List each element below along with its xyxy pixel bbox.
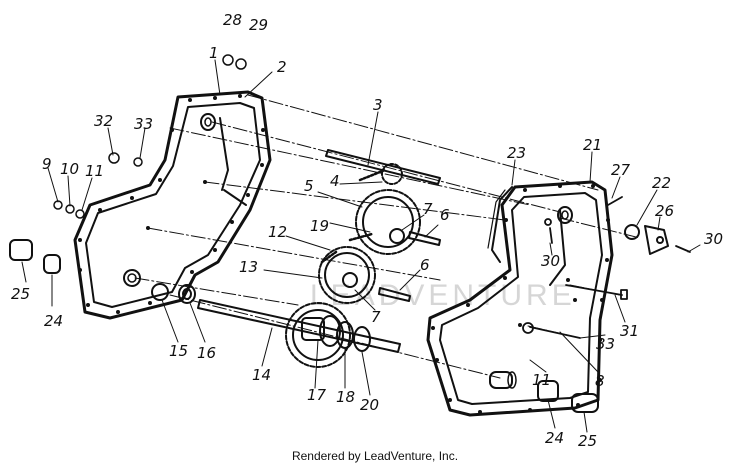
callout-2: 2 [277, 58, 287, 76]
callout-11: 11 [85, 162, 104, 180]
callout-10: 10 [60, 160, 79, 178]
callout-26: 26 [655, 202, 674, 220]
callout-13: 13 [239, 258, 258, 276]
callout-24-right: 24 [545, 429, 564, 447]
callout-18: 18 [336, 388, 355, 406]
callout-12: 12 [268, 223, 287, 241]
footer-credit: Rendered by LeadVenture, Inc. [291, 449, 459, 463]
callout-9: 9 [42, 155, 52, 173]
right-housing [426, 180, 614, 417]
callout-20: 20 [360, 396, 379, 414]
callout-16: 16 [197, 344, 216, 362]
callout-22: 22 [652, 174, 671, 192]
callout-33-right: 33 [596, 335, 615, 353]
callout-31: 31 [620, 322, 639, 340]
callout-23: 23 [507, 144, 526, 162]
callout-4: 4 [330, 172, 340, 190]
callout-33: 33 [134, 115, 153, 133]
callout-25-left: 25 [11, 285, 30, 303]
callout-21: 21 [583, 136, 602, 154]
callout-24-left: 24 [44, 312, 63, 330]
callout-7-upper: 7 [423, 200, 433, 218]
callout-29: 29 [249, 16, 268, 34]
callout-labels: 28 29 1 2 3 32 33 9 10 11 23 21 27 22 26… [11, 11, 723, 450]
shafts [197, 149, 441, 353]
sprockets [285, 163, 421, 368]
bolts [522, 196, 691, 339]
callout-6-lower: 6 [420, 256, 430, 274]
leader-lines [21, 59, 701, 433]
callout-28: 28 [223, 11, 242, 29]
callout-11-right: 11 [532, 371, 551, 389]
nuts-washers [53, 54, 247, 219]
callout-25-right: 25 [578, 432, 597, 450]
callout-1: 1 [209, 44, 219, 62]
callout-17: 17 [307, 386, 327, 404]
callout-8: 8 [595, 372, 605, 390]
callout-27: 27 [611, 161, 631, 179]
callout-30-mid: 30 [541, 252, 560, 270]
callout-7-lower: 7 [371, 308, 381, 326]
alignment-lines [134, 94, 641, 379]
callout-19: 19 [310, 217, 329, 235]
callout-6-upper: 6 [440, 206, 450, 224]
callout-14: 14 [252, 366, 271, 384]
callout-32: 32 [94, 112, 113, 130]
left-seals [9, 239, 196, 304]
callout-3: 3 [373, 96, 383, 114]
callout-5: 5 [304, 177, 314, 195]
watermark: LEADVENTURE [310, 279, 576, 312]
callout-30-right: 30 [704, 230, 723, 248]
callout-15: 15 [169, 342, 188, 360]
